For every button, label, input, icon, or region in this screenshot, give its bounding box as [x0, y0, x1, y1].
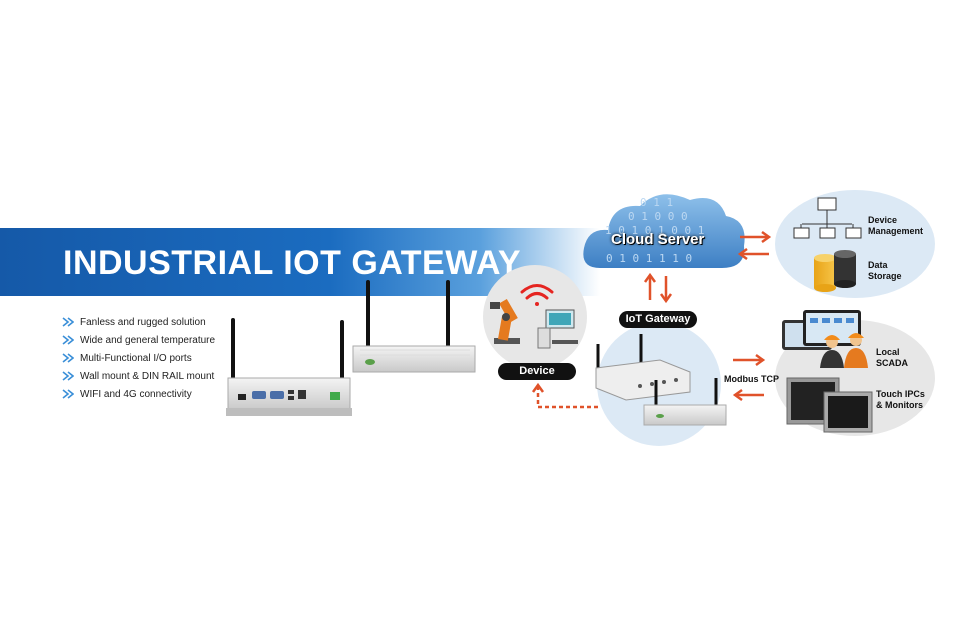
cloud-binary-row: 0 1 0 0 0: [628, 210, 688, 223]
database-icon: [814, 250, 856, 292]
touch-ipcs-label: Touch IPCs & Monitors: [876, 389, 925, 410]
device-label: Device: [498, 363, 576, 380]
feature-item: Wide and general temperature: [62, 331, 215, 349]
scada-screen-icon: [782, 310, 861, 350]
gateway-unit-upper: [595, 334, 691, 401]
cloud-binary-row: 1 0 1 0 1 0 0 1: [605, 224, 704, 237]
bullet-arrow-icon: [62, 353, 74, 363]
iot-gateway-label: IoT Gateway: [619, 311, 697, 328]
cloud-server-shape: [583, 194, 745, 268]
operator-icon: [820, 333, 868, 368]
feature-text: WIFI and 4G connectivity: [80, 388, 192, 400]
bullet-arrow-icon: [62, 371, 74, 381]
bullet-arrow-icon: [62, 389, 74, 399]
gateway-product-small: [352, 280, 476, 373]
device-management-label: Device Management: [868, 215, 924, 236]
network-icon: [793, 197, 862, 239]
computer-icon: [537, 309, 578, 349]
cloud-binary-row: 0 1 1: [640, 196, 673, 209]
modbus-tcp-label: Modbus TCP: [724, 374, 779, 384]
feature-item: Fanless and rugged solution: [62, 313, 215, 331]
feature-text: Wall mount & DIN RAIL mount: [80, 370, 215, 382]
feature-item: WIFI and 4G connectivity: [62, 385, 215, 403]
gateway-unit-lower: [643, 378, 727, 426]
monitor-icon: [786, 377, 873, 433]
bullet-arrow-icon: [62, 335, 74, 345]
feature-text: Fanless and rugged solution: [80, 316, 206, 328]
bullet-arrow-icon: [62, 317, 74, 327]
wifi-icon: [520, 284, 554, 306]
page-title: INDUSTRIAL IOT GATEWAY: [63, 244, 522, 282]
robot-arm-icon: [490, 298, 520, 344]
cloud-server-label: Cloud Server: [611, 231, 705, 248]
feature-item: Wall mount & DIN RAIL mount: [62, 367, 215, 385]
feature-list: Fanless and rugged solution Wide and gen…: [62, 313, 215, 403]
feature-text: Multi-Functional I/O ports: [80, 352, 192, 364]
feature-text: Wide and general temperature: [80, 334, 216, 346]
local-scada-label: Local SCADA: [876, 347, 909, 368]
cloud-binary: 0 1 1 0 1 0 0 0 1 0 1 0 1 0 0 1 0 1 0 1 …: [605, 196, 704, 265]
connection-arrows: [531, 230, 772, 409]
feature-item: Multi-Functional I/O ports: [62, 349, 215, 367]
gateway-product-large: [226, 318, 352, 416]
data-storage-label: Data Storage: [868, 260, 902, 281]
cloud-binary-row: 0 1 0 1 1 1 0: [606, 252, 692, 265]
